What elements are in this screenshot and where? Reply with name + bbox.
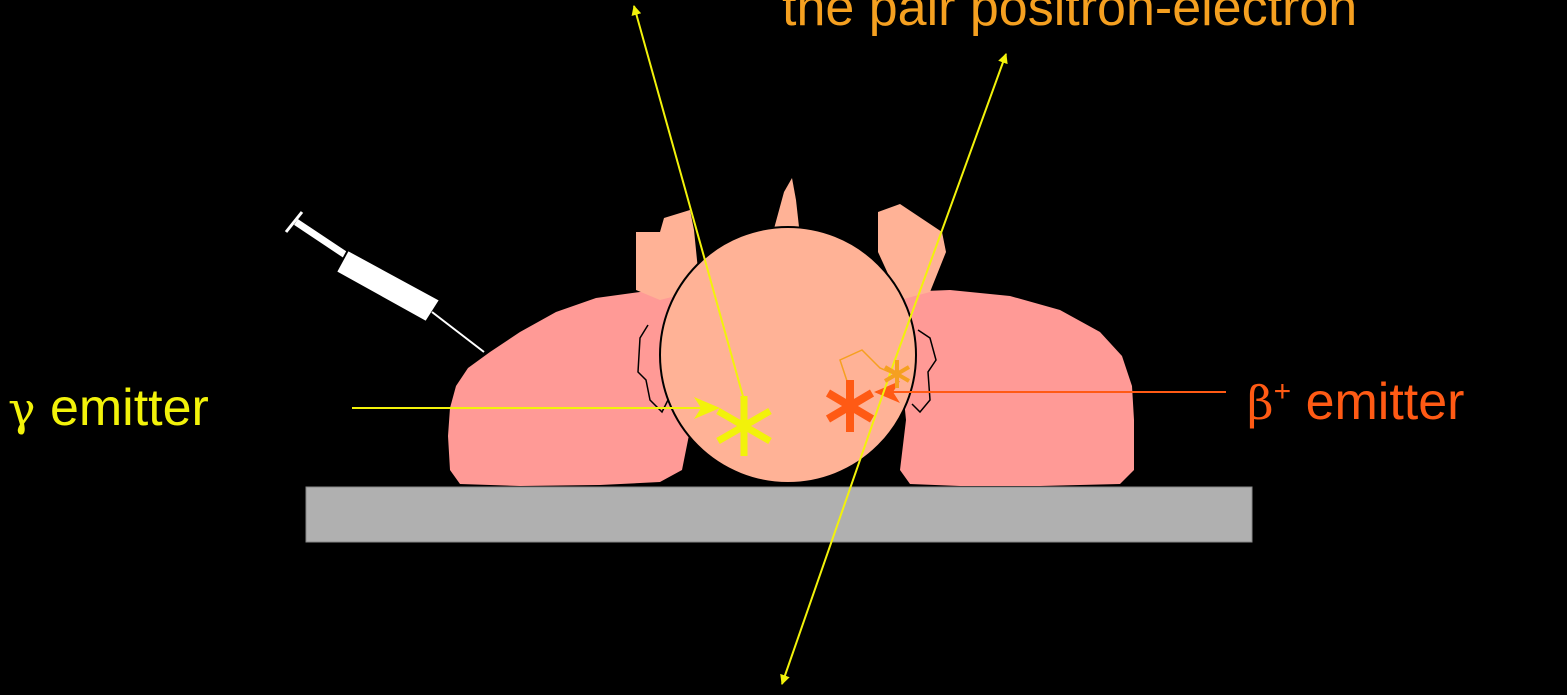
body-right-lobe	[900, 290, 1134, 486]
syringe-icon	[286, 212, 484, 352]
beta-emitter-label: β+ emitter	[1247, 376, 1465, 428]
body-left-lobe	[448, 290, 690, 486]
beta-symbol: β	[1247, 376, 1274, 430]
head	[660, 227, 916, 483]
beta-superscript: +	[1274, 375, 1292, 408]
pair-positron-electron-label: the pair positron-electron	[782, 0, 1357, 34]
gamma-symbol: γ	[8, 382, 36, 436]
gamma-emitter-text: emitter	[36, 379, 209, 437]
gamma-emitter-label: γ emitter	[8, 382, 209, 434]
imaging-bed	[306, 487, 1252, 542]
beta-emitter-text: emitter	[1291, 373, 1464, 431]
